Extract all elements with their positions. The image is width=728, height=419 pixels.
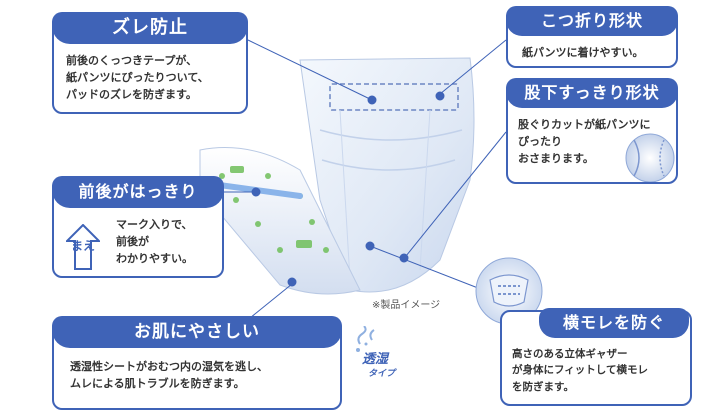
breathable-sublabel: タイプ (368, 369, 396, 379)
front-arrow-icon (66, 224, 100, 270)
feature-text: 高さのある立体ギャザー が身体にフィットして横モレ を防ぎます。 (512, 348, 648, 393)
feature-title: お肌にやさしい (52, 316, 342, 348)
feature-title: 横モレを防ぐ (539, 308, 689, 338)
feature-text: 紙パンツに着けやすい。 (522, 46, 644, 59)
feature-text: 前後のくっつきテープが、 紙パンツにぴったりついて、 パッドのズレを防ぎます。 (66, 54, 209, 102)
tape-area (329, 83, 459, 111)
pad-back-panel (299, 57, 475, 293)
front-mark-label: まえ (70, 239, 95, 253)
gather-closeup-image (475, 257, 543, 325)
feature-title: 前後がはっきり (52, 176, 224, 208)
feature-card-ohada: お肌にやさしい 透湿性シートがおむつ内の湿気を逃し、 ムレによる肌トラブルを防ぎ… (52, 316, 342, 410)
pad-front-panel (199, 147, 361, 295)
crotch-cut-image (625, 133, 675, 182)
product-image-note: ※製品イメージ (372, 300, 441, 311)
breathable-label: 透湿 (362, 352, 389, 367)
feature-card-zure: ズレ防止 前後のくっつきテープが、 紙パンツにぴったりついて、 パッドのズレを防… (52, 12, 248, 114)
feature-card-matashita: 股下すっきり形状 股ぐりカットが紙パンツに ぴったり おさまります。 (506, 78, 678, 184)
feature-card-zengo: 前後がはっきり まえ マーク入りで、 前後が わかりやすい。 (52, 176, 224, 278)
breathable-badge: 透湿 タイプ (354, 325, 406, 390)
feature-title: ズレ防止 (52, 12, 248, 44)
feature-card-yokomore: 横モレを防ぐ 高さのある立体ギャザー が身体にフィットして横モレ を防ぎます。 (500, 308, 692, 406)
feature-card-futatsuori: こつ折り形状 紙パンツに着けやすい。 (506, 6, 678, 68)
feature-title: 股下すっきり形状 (506, 78, 678, 108)
feature-text: 透湿性シートがおむつ内の湿気を逃し、 ムレによる肌トラブルを防ぎます。 (70, 360, 268, 391)
feature-text: 股ぐりカットが紙パンツに ぴったり おさまります。 (518, 118, 651, 166)
feature-text: マーク入りで、 前後が わかりやすい。 (116, 218, 193, 266)
vapor-icon (356, 325, 375, 352)
feature-title: こつ折り形状 (506, 6, 678, 36)
